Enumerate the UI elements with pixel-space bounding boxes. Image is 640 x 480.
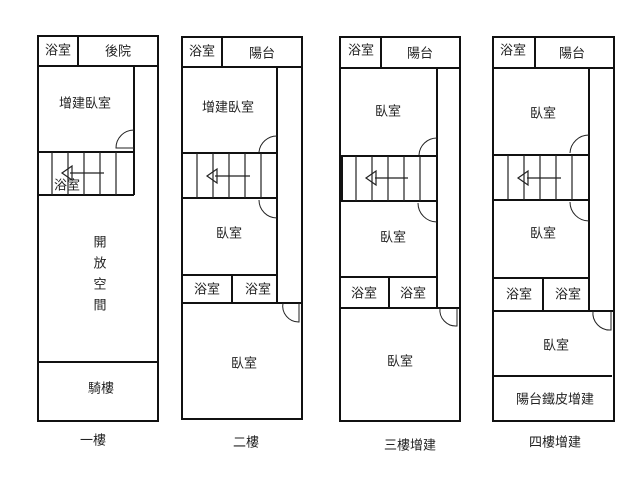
room-label: 浴室 bbox=[194, 282, 220, 298]
floor-4-outline bbox=[492, 36, 615, 422]
stair-arrow-icon bbox=[516, 169, 529, 187]
room-label: 浴室 bbox=[555, 287, 581, 303]
room-label: 浴室 bbox=[400, 286, 426, 302]
room-label: 增建臥室 bbox=[202, 100, 254, 116]
room-label: 陽台 bbox=[559, 47, 585, 62]
room-label: 浴室 bbox=[54, 178, 80, 194]
room-label: 臥室 bbox=[380, 230, 406, 246]
floor-1-plan: 浴室 後院 增建臥室 浴室 開 放 空 間 騎樓 一樓 bbox=[37, 35, 159, 449]
door-icon bbox=[569, 134, 590, 154]
room-label: 浴室 bbox=[189, 44, 215, 60]
room-label: 放 bbox=[93, 257, 106, 272]
staircase bbox=[355, 156, 421, 201]
room-label: 陽台鐵皮增建 bbox=[516, 392, 594, 408]
door-icon bbox=[418, 137, 438, 156]
stair-arrow-icon bbox=[205, 167, 218, 185]
room-label: 浴室 bbox=[500, 43, 526, 59]
floor-caption: 一樓 bbox=[80, 434, 106, 449]
door-icon bbox=[258, 135, 278, 153]
room-label: 臥室 bbox=[543, 338, 569, 354]
floor-3-outline bbox=[339, 36, 461, 422]
floor-1-outline bbox=[37, 35, 159, 422]
door-icon bbox=[417, 202, 438, 223]
room-label: 間 bbox=[93, 299, 106, 314]
floor-3-plan: 浴室 陽台 臥室 臥室 浴室 浴室 臥室 三樓增建 bbox=[339, 36, 461, 454]
room-label: 浴室 bbox=[351, 286, 377, 302]
room-label: 浴室 bbox=[348, 43, 374, 59]
room-label: 浴室 bbox=[45, 43, 71, 59]
floor-caption: 三樓增建 bbox=[384, 439, 436, 454]
stair-arrow-icon bbox=[60, 164, 73, 182]
room-label: 臥室 bbox=[216, 226, 242, 242]
staircase bbox=[196, 153, 262, 198]
floor-2-plan: 浴室 陽台 增建臥室 臥室 浴室 浴室 臥室 二樓 bbox=[181, 36, 303, 451]
room-label: 空 bbox=[93, 278, 106, 293]
room-label: 後院 bbox=[105, 45, 131, 60]
room-label: 增建臥室 bbox=[59, 96, 111, 112]
floor-2-outline bbox=[181, 36, 303, 420]
room-label: 臥室 bbox=[375, 104, 401, 120]
door-icon bbox=[439, 307, 458, 327]
door-icon bbox=[282, 302, 300, 323]
staircase bbox=[51, 152, 117, 195]
floor-4-plan: 浴室 陽台 臥室 臥室 浴室 浴室 臥室 陽台鐵皮增建 四樓增建 bbox=[492, 36, 615, 451]
staircase bbox=[507, 155, 573, 200]
floor-caption: 四樓增建 bbox=[529, 436, 581, 451]
room-label: 開 bbox=[93, 236, 106, 251]
room-label: 陽台 bbox=[407, 47, 433, 62]
room-label: 騎樓 bbox=[88, 382, 114, 397]
floor-caption: 二樓 bbox=[233, 436, 259, 451]
door-icon bbox=[115, 129, 135, 149]
door-icon bbox=[592, 310, 612, 331]
room-label: 陽台 bbox=[249, 47, 275, 62]
door-icon bbox=[258, 199, 278, 219]
room-label: 臥室 bbox=[231, 356, 257, 372]
room-label: 浴室 bbox=[506, 287, 532, 303]
stair-arrow-icon bbox=[364, 169, 377, 187]
door-icon bbox=[569, 201, 590, 222]
room-label: 臥室 bbox=[530, 106, 556, 122]
room-label: 臥室 bbox=[530, 226, 556, 242]
room-label: 浴室 bbox=[245, 282, 271, 298]
room-label: 臥室 bbox=[387, 354, 413, 370]
